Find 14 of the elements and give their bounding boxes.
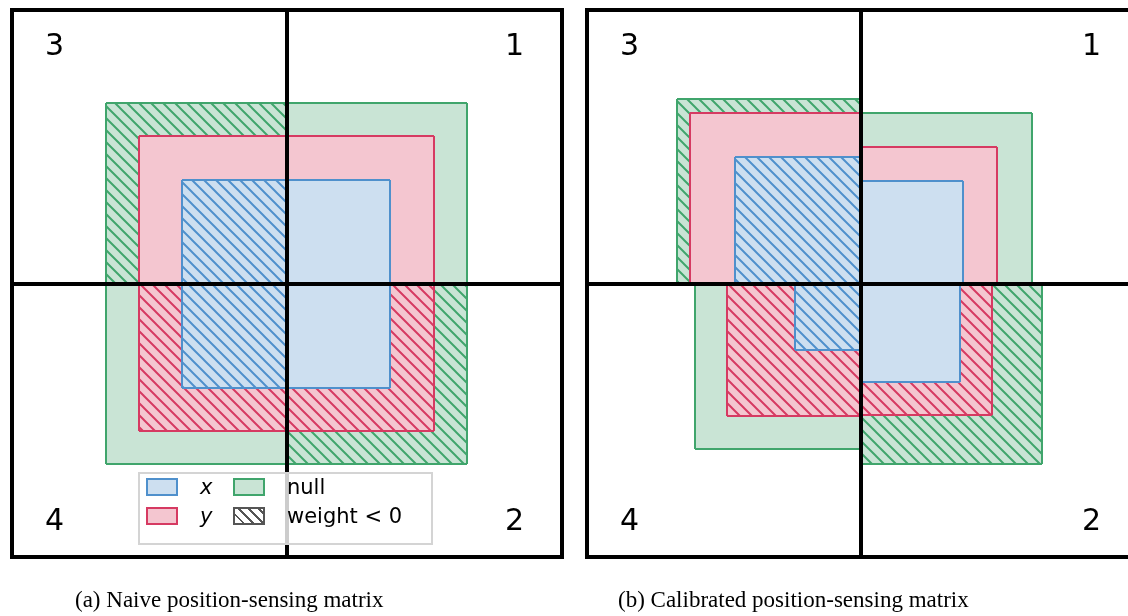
legend-label: weight < 0 bbox=[287, 506, 403, 527]
quadrant-number: 2 bbox=[1082, 505, 1102, 535]
quadrant-number: 3 bbox=[45, 30, 65, 60]
subfigure-caption: (a) Naive position-sensing matrix bbox=[75, 588, 384, 611]
quadrant-number: 1 bbox=[505, 30, 525, 60]
quadrant-number: 4 bbox=[620, 505, 640, 535]
legend-label: x bbox=[200, 477, 213, 498]
subfigure-caption: (b) Calibrated position-sensing matrix bbox=[618, 588, 969, 611]
quadrant-number: 2 bbox=[505, 505, 525, 535]
quadrant-number: 4 bbox=[45, 505, 65, 535]
quadrant-number: 1 bbox=[1082, 30, 1102, 60]
quadrant-number: 3 bbox=[620, 30, 640, 60]
legend-label: null bbox=[287, 477, 326, 498]
legend-label: y bbox=[200, 506, 213, 527]
